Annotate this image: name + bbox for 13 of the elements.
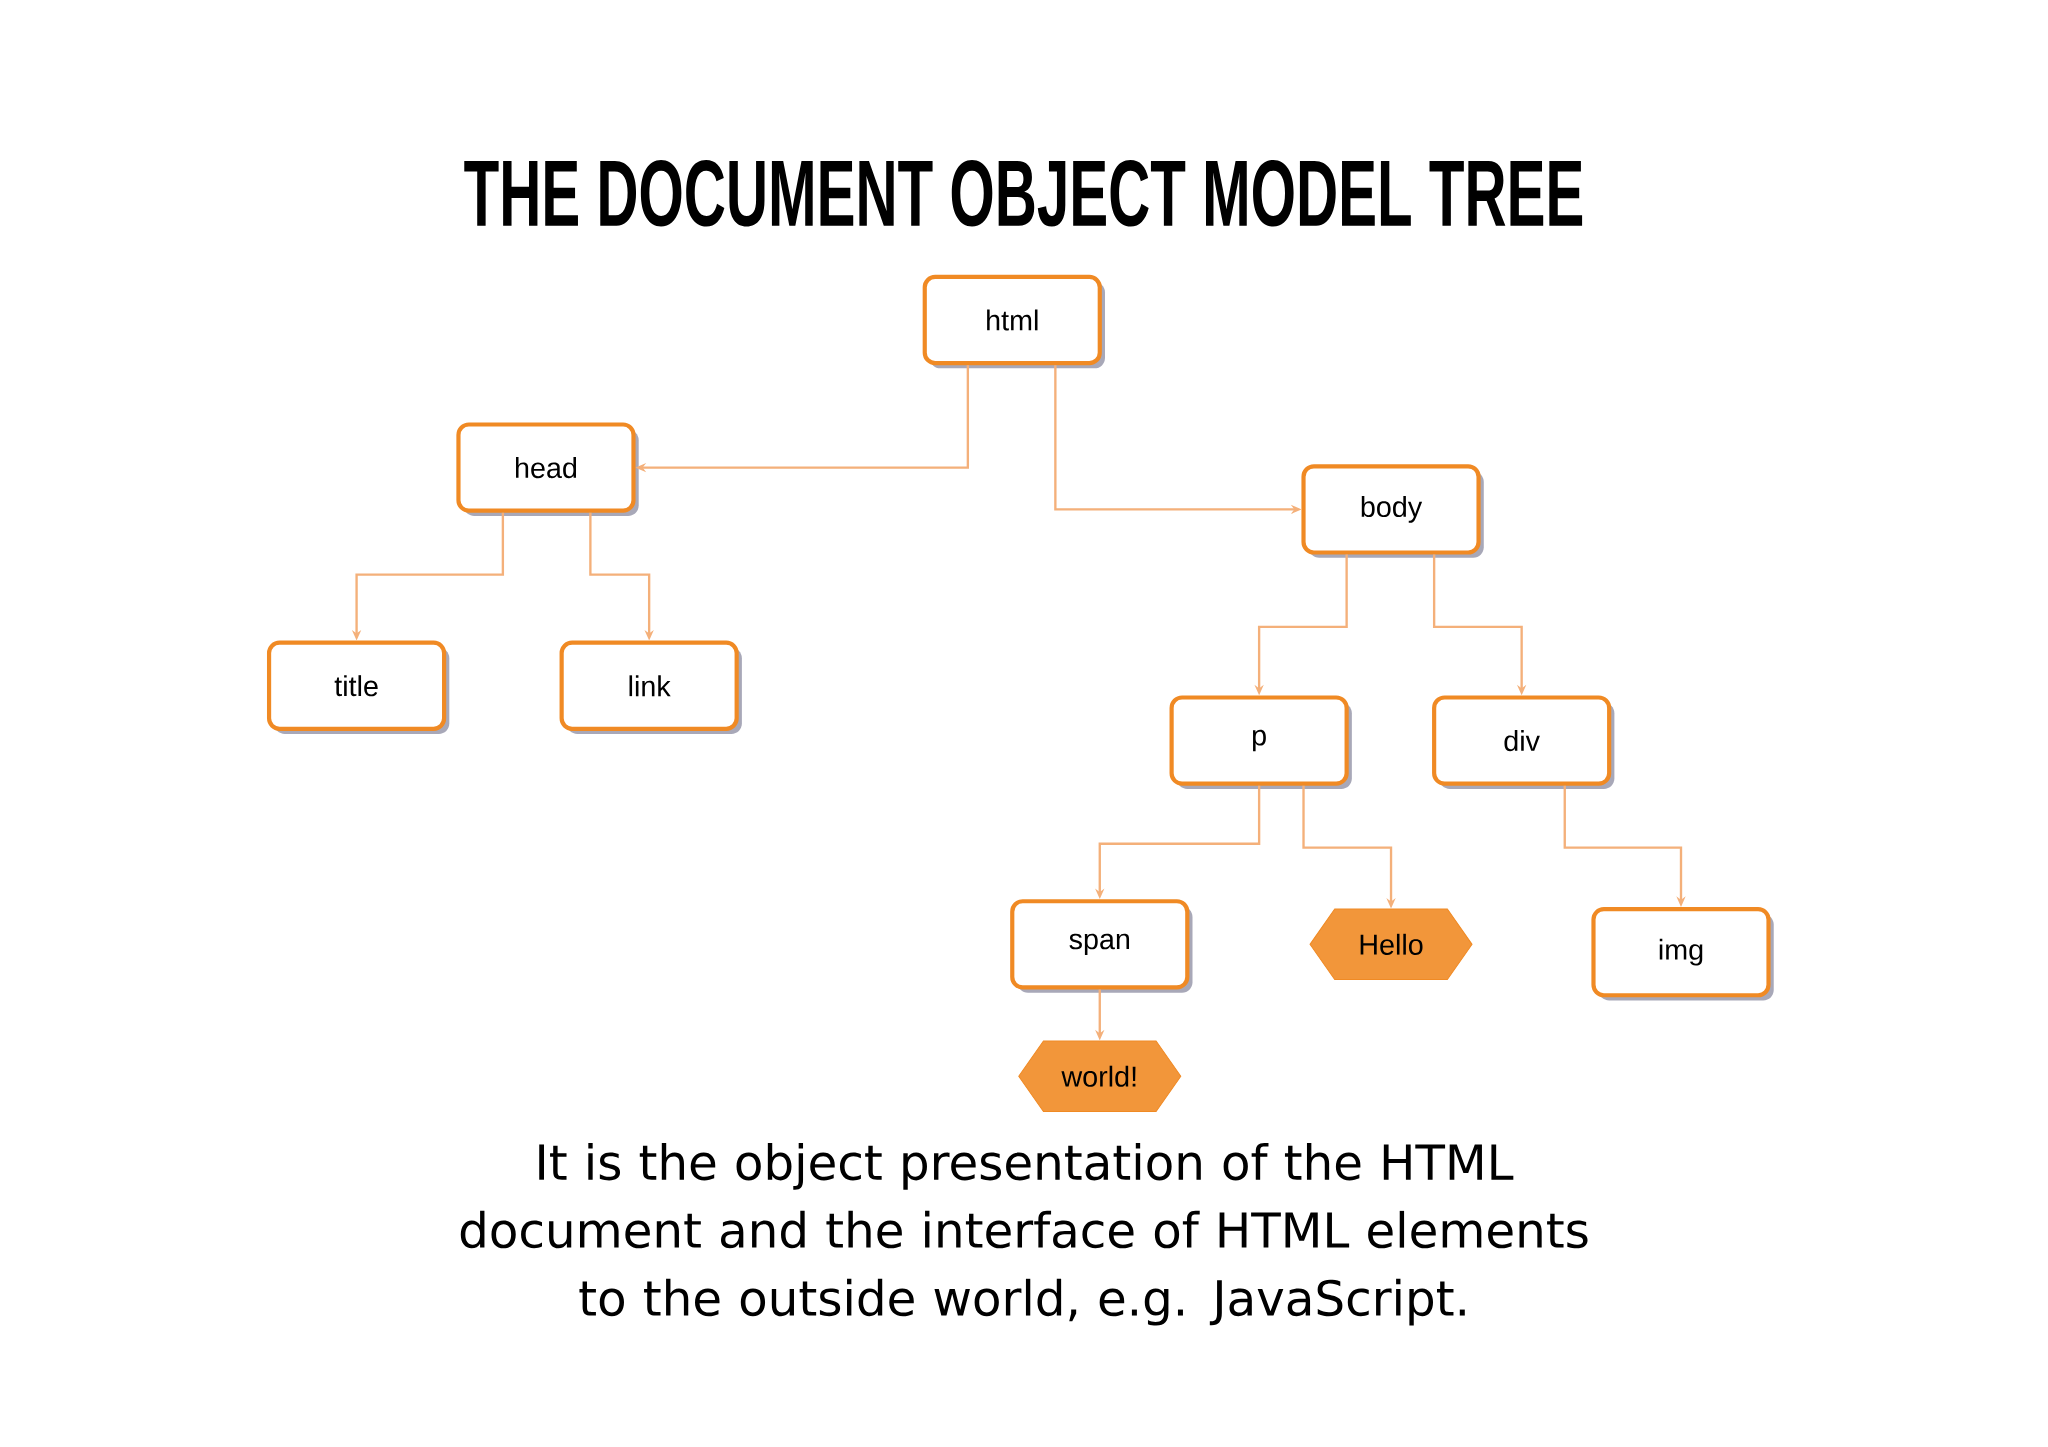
element-box: title: [267, 640, 447, 731]
caption: It is the object presentation of the HTML document and the interface of HTML elements to the outside world, e.g. JavaScript.: [460, 1142, 1588, 1326]
element-box: html: [922, 274, 1102, 366]
text-hexagon: world!: [1018, 1040, 1182, 1112]
title: THE DOCUMENT OBJECT MODEL TREE: [464, 159, 1583, 227]
element-box: link: [559, 640, 739, 731]
element-box: div: [1432, 695, 1612, 786]
element-box: body: [1301, 464, 1481, 555]
element-box: span: [1010, 899, 1190, 990]
text-hexagon: Hello: [1309, 908, 1473, 981]
element-box: img: [1591, 906, 1771, 998]
element-box: p: [1169, 695, 1349, 786]
element-box: head: [456, 422, 636, 513]
